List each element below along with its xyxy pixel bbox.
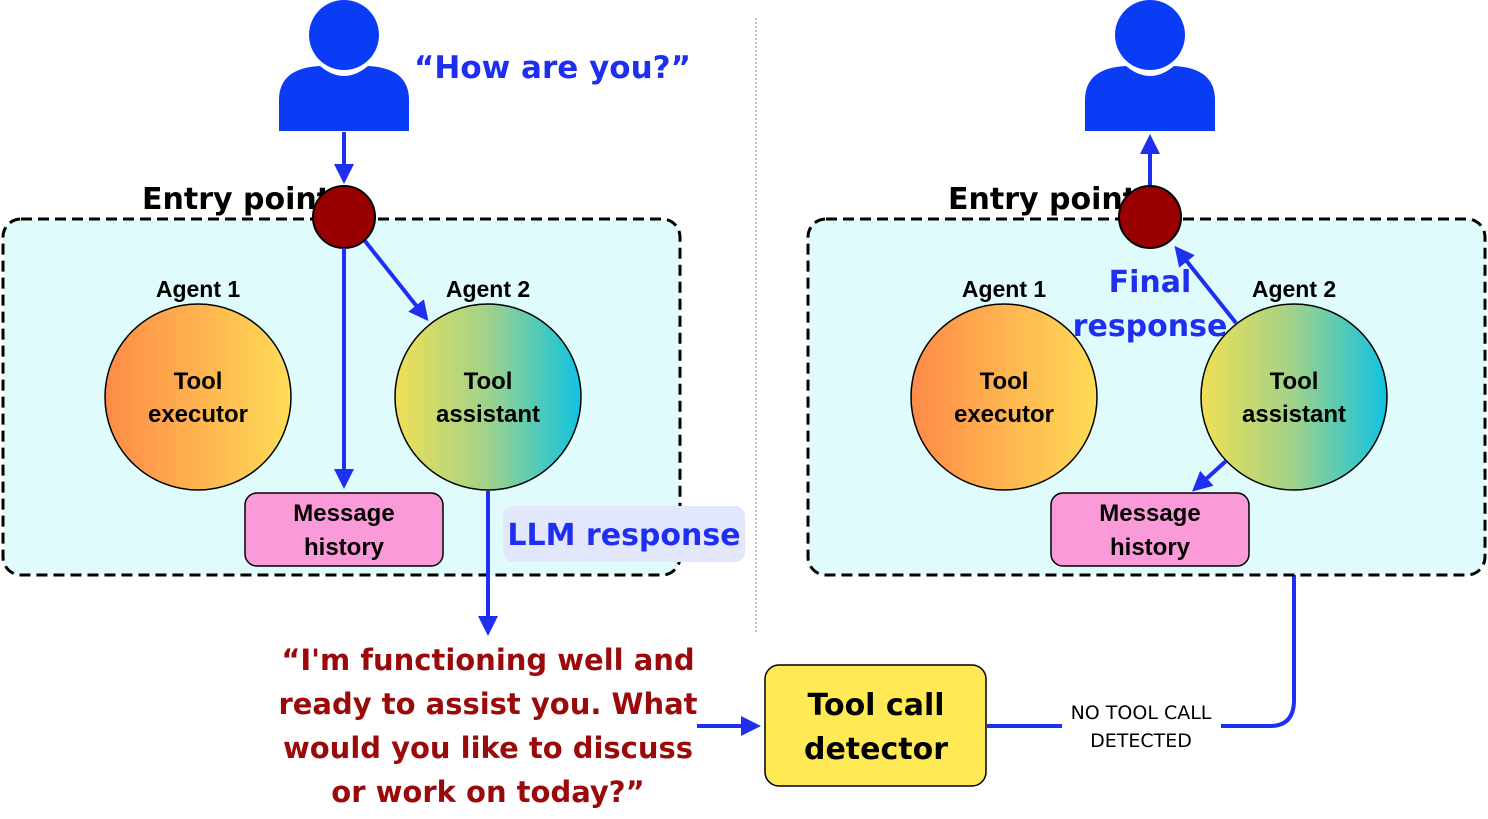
final-response-line1: Final	[1109, 265, 1192, 300]
llm-response-text-line1: “I'm functioning well and	[281, 643, 694, 677]
agent1-label: Agent 1	[156, 276, 241, 302]
llm-response-badge	[503, 506, 745, 562]
agent2-label-right: Agent 2	[1252, 276, 1336, 302]
message-history-line1-right: Message	[1099, 500, 1200, 527]
agent1-circle-right	[910, 303, 1098, 491]
agent2-line2-right: assistant	[1242, 401, 1346, 428]
agent2-line2: assistant	[436, 401, 540, 428]
message-history-box-right	[1050, 492, 1250, 567]
entry-point-label-right: Entry point	[948, 182, 1137, 217]
agent2-circle-right	[1200, 303, 1388, 491]
llm-response-text-line2: ready to assist you. What	[278, 687, 697, 721]
agent1-line1: Tool	[174, 368, 223, 395]
tool-call-detector-box	[764, 664, 987, 787]
arrow-no-tool-call-to-agent2	[1221, 494, 1304, 728]
agent1-label-right: Agent 1	[962, 276, 1047, 302]
tool-call-detector-line2: detector	[804, 732, 948, 767]
message-history-box	[244, 492, 444, 567]
llm-response-label: LLM response	[507, 518, 740, 553]
entry-point-dot	[312, 185, 376, 249]
no-tool-call-line2: DETECTED	[1090, 730, 1192, 752]
entry-point-dot-right	[1118, 185, 1182, 249]
agent2-line1: Tool	[464, 368, 513, 395]
agent1-line2: executor	[148, 401, 248, 428]
message-history-line2-right: history	[1110, 534, 1191, 561]
user-icon	[1085, 0, 1215, 131]
message-history-line1: Message	[293, 500, 394, 527]
llm-response-text-line3: would you like to discuss	[283, 731, 693, 765]
message-history-line2: history	[304, 534, 385, 561]
arrow-agent2-to-entry	[1174, 245, 1238, 325]
no-tool-call-line1: NO TOOL CALL	[1071, 702, 1212, 724]
agent2-label: Agent 2	[446, 276, 530, 302]
final-response-line2: response	[1073, 309, 1228, 344]
arrow-entry-to-agent2	[363, 239, 429, 322]
agent2-line1-right: Tool	[1270, 368, 1319, 395]
agent1-circle	[104, 303, 292, 491]
agent2-circle	[394, 303, 582, 491]
llm-response-text-line4: or work on today?”	[331, 775, 644, 809]
user-query-text: “How are you?”	[414, 50, 691, 86]
tool-call-detector-line1: Tool call	[807, 688, 944, 723]
agent1-line1-right: Tool	[980, 368, 1029, 395]
arrow-agent2-to-message-history	[1192, 459, 1228, 492]
entry-point-label: Entry point	[142, 182, 331, 217]
agent1-line2-right: executor	[954, 401, 1054, 428]
user-icon	[279, 0, 409, 131]
